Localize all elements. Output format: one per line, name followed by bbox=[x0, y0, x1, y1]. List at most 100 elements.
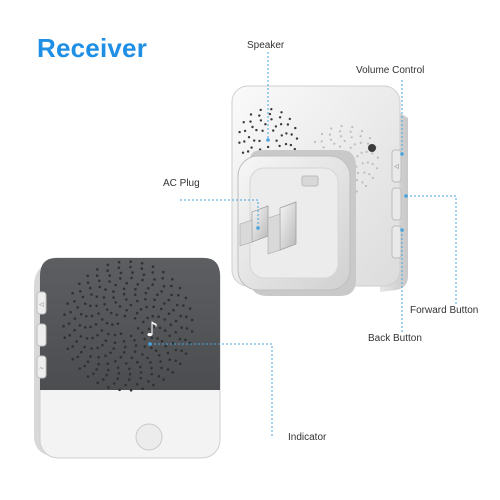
speaker-hole bbox=[78, 367, 81, 370]
speaker-hole bbox=[140, 261, 144, 265]
rear-vent-hole bbox=[359, 135, 362, 138]
speaker-hole bbox=[83, 364, 86, 368]
speaker-hole bbox=[100, 329, 104, 332]
speaker-hole bbox=[176, 303, 179, 307]
music-note-icon: ♪ bbox=[146, 317, 159, 341]
speaker-hole bbox=[134, 344, 138, 347]
speaker-hole bbox=[157, 315, 160, 319]
speaker-hole bbox=[119, 332, 123, 336]
speaker-hole bbox=[162, 378, 165, 381]
speaker-hole bbox=[136, 327, 140, 330]
rear-vent-hole bbox=[353, 143, 356, 146]
rear-vent-hole bbox=[351, 125, 354, 129]
speaker-hole bbox=[117, 260, 121, 264]
speaker-hole bbox=[89, 304, 92, 308]
leader-forward-button bbox=[406, 195, 457, 304]
speaker-hole bbox=[75, 340, 78, 343]
front-receiver-face bbox=[40, 258, 220, 390]
speaker-hole bbox=[94, 323, 98, 326]
speaker-hole bbox=[156, 337, 159, 340]
speaker-hole bbox=[98, 285, 102, 289]
plug-prong-right-edge bbox=[267, 213, 281, 255]
speaker-hole bbox=[78, 282, 81, 286]
speaker-hole bbox=[105, 321, 109, 325]
speaker-hole bbox=[153, 325, 156, 329]
rear-screw-hole bbox=[368, 144, 376, 152]
rear-vent-hole bbox=[314, 140, 317, 144]
rear-vent-hole bbox=[364, 184, 367, 188]
speaker-hole bbox=[169, 323, 173, 327]
plug-label bbox=[301, 175, 319, 187]
speaker-hole bbox=[118, 388, 121, 392]
speaker-hole bbox=[68, 333, 71, 337]
speaker-hole bbox=[95, 295, 99, 299]
speaker-hole bbox=[174, 348, 178, 352]
speaker-hole bbox=[174, 319, 178, 323]
speaker-hole bbox=[134, 288, 137, 291]
speaker-hole bbox=[139, 376, 143, 380]
speaker-hole bbox=[142, 273, 146, 277]
speaker-hole bbox=[160, 340, 164, 343]
speaker-hole bbox=[89, 325, 92, 329]
speaker-hole bbox=[115, 313, 119, 317]
speaker-hole bbox=[101, 343, 104, 347]
speaker-hole bbox=[143, 337, 146, 341]
speaker-hole bbox=[168, 334, 171, 338]
speaker-hole bbox=[112, 347, 115, 350]
title: Receiver bbox=[37, 33, 148, 63]
leader-dot-volume bbox=[400, 152, 404, 156]
speaker-hole bbox=[133, 293, 137, 297]
speaker-hole bbox=[71, 357, 75, 361]
speaker-hole bbox=[150, 372, 153, 376]
rear-speaker-hole bbox=[272, 129, 275, 132]
speaker-hole bbox=[128, 372, 132, 376]
forward-button-icon: ◁ bbox=[39, 301, 44, 308]
speaker-hole bbox=[149, 361, 152, 364]
speaker-hole bbox=[104, 354, 107, 358]
rear-vent-hole bbox=[356, 171, 359, 175]
speaker-hole bbox=[188, 307, 192, 310]
forward-side-button bbox=[391, 187, 402, 221]
speaker-hole bbox=[141, 387, 144, 391]
speaker-hole bbox=[85, 314, 88, 318]
speaker-hole bbox=[141, 353, 144, 356]
speaker-hole bbox=[182, 304, 185, 307]
speaker-hole bbox=[90, 314, 94, 318]
back-side-button bbox=[391, 225, 402, 259]
speaker-hole bbox=[150, 346, 153, 350]
rear-speaker-hole bbox=[246, 150, 250, 153]
speaker-hole bbox=[106, 362, 110, 366]
speaker-hole bbox=[170, 293, 173, 297]
speaker-hole bbox=[73, 300, 76, 303]
speaker-hole bbox=[83, 302, 87, 306]
speaker-hole bbox=[151, 265, 155, 269]
rear-speaker-hole bbox=[241, 151, 245, 154]
speaker-hole bbox=[69, 310, 72, 314]
speaker-hole bbox=[97, 312, 100, 315]
speaker-hole bbox=[129, 334, 133, 338]
speaker-hole bbox=[130, 356, 134, 360]
speaker-hole bbox=[119, 277, 122, 280]
speaker-hole bbox=[141, 278, 144, 282]
speaker-grille bbox=[238, 108, 299, 164]
speaker-hole bbox=[145, 305, 148, 309]
speaker-hole bbox=[150, 336, 154, 340]
rear-speaker-hole bbox=[290, 133, 293, 136]
speaker-hole bbox=[166, 368, 170, 371]
rear-vent-hole bbox=[360, 151, 363, 154]
speaker-hole bbox=[167, 312, 171, 316]
speaker-hole bbox=[96, 334, 99, 337]
speaker-hole bbox=[160, 307, 163, 311]
speaker-hole bbox=[83, 326, 87, 329]
speaker-hole bbox=[162, 270, 165, 274]
speaker-hole bbox=[113, 341, 117, 345]
speaker-hole bbox=[129, 265, 132, 269]
speaker-hole bbox=[178, 362, 182, 366]
speaker-hole bbox=[172, 308, 175, 312]
speaker-hole bbox=[151, 271, 154, 274]
rear-vent-hole bbox=[350, 136, 353, 139]
rear-speaker-hole bbox=[249, 113, 253, 116]
speaker-hole bbox=[136, 299, 139, 303]
speaker-hole bbox=[73, 317, 77, 320]
